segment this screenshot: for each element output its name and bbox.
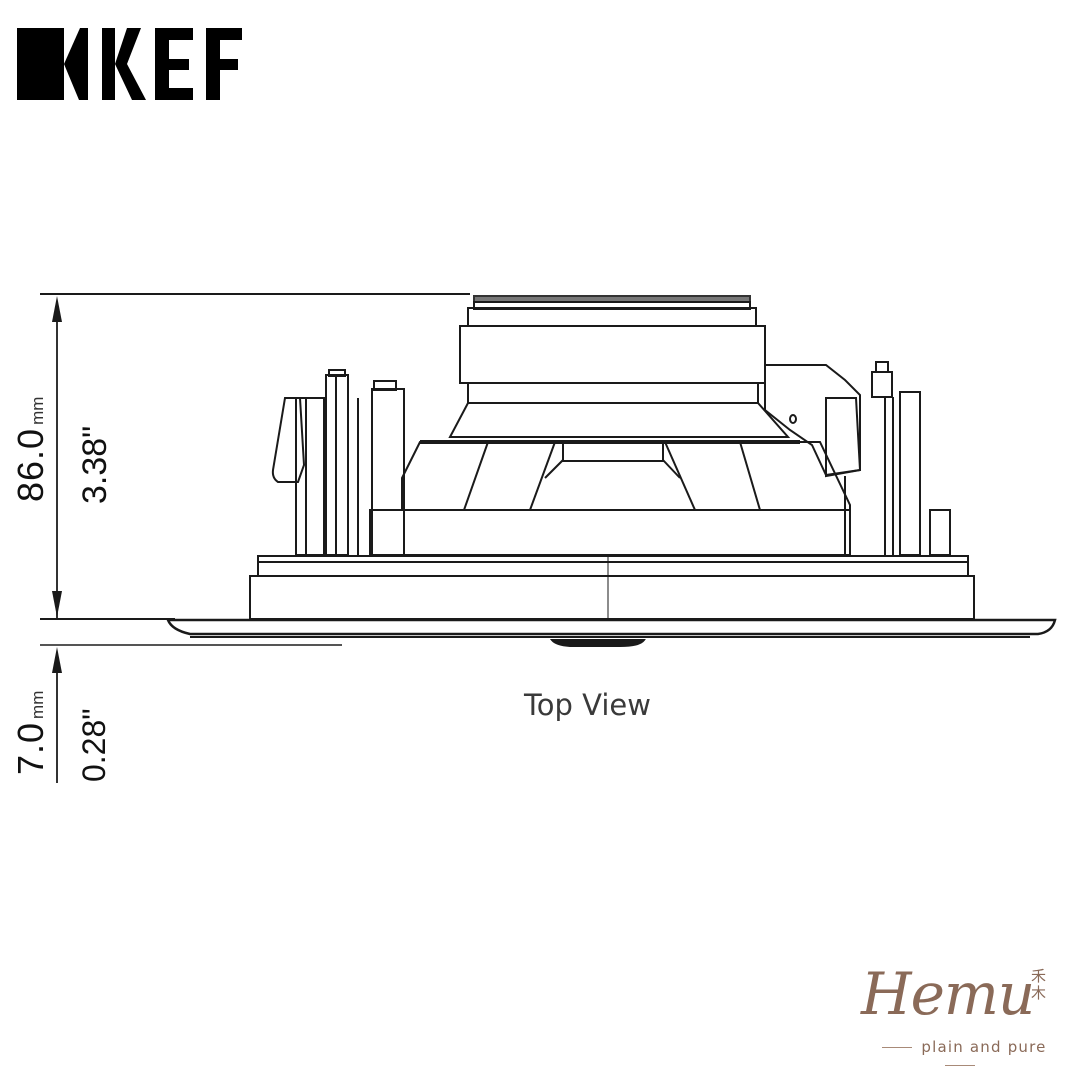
dim-overall-metric-unit: mm xyxy=(28,396,47,425)
brand-name: Hemu xyxy=(861,960,1035,1028)
arrow-up-icon xyxy=(52,296,62,322)
dim-overall-metric: 86.0mm xyxy=(10,397,52,502)
brand-cjk: 禾木 xyxy=(1031,967,1047,1002)
dim-overall-imperial: 3.38" xyxy=(76,425,114,504)
dim-flange-imperial: 0.28" xyxy=(76,708,112,782)
dim-overall-metric-value: 86.0 xyxy=(10,427,51,502)
kef-logo xyxy=(17,28,242,100)
brand-tagline: plain and pure xyxy=(855,1038,1065,1074)
dim-flange-metric-value: 7.0 xyxy=(10,721,51,775)
dimension-arrows xyxy=(52,296,62,673)
view-caption: Top View xyxy=(524,688,651,722)
arrow-down-icon xyxy=(52,591,62,617)
hemu-watermark: Hemu 禾木 plain and pure xyxy=(855,958,1065,1063)
arrow-up-icon xyxy=(52,647,62,673)
dim-flange-metric-unit: mm xyxy=(28,690,47,719)
dim-flange-metric: 7.0mm xyxy=(10,691,52,775)
kef-logo-icon xyxy=(17,28,242,100)
speaker-body xyxy=(166,295,1057,647)
